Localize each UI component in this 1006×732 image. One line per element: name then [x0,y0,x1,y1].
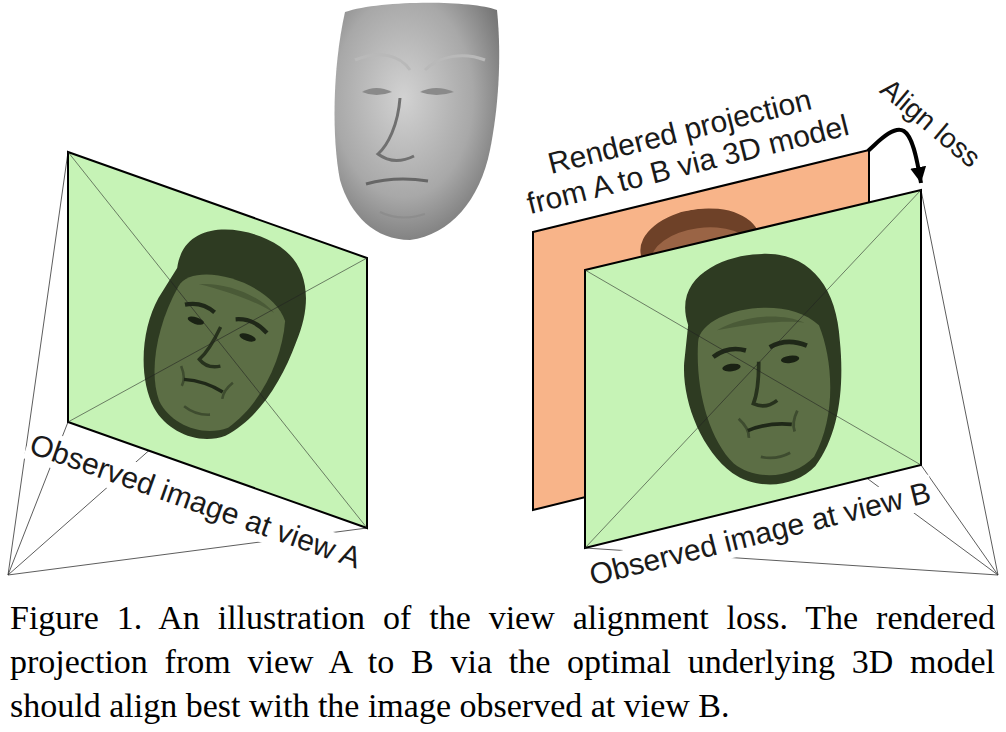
mesh-mouth [366,179,428,184]
mesh-surface [335,3,500,240]
mesh-eye [362,88,392,95]
observed-face [668,244,859,495]
figure-caption: Figure 1. An illustration of the view al… [10,596,995,728]
observed-face [119,212,324,459]
mesh-eye [420,88,454,95]
plane-diagonal [68,258,367,422]
mesh-brow [425,56,485,70]
face-mesh-3d [335,3,500,240]
frustum-line [8,152,68,575]
image-plane: Observed image at view A [66,150,370,530]
mesh-nose [378,98,414,161]
mesh-chin [380,212,425,218]
edge-label-box: Align loss [893,70,1006,104]
align-arrow [868,130,921,183]
image-plane: Observed image at view B [583,188,923,550]
plane-diagonal [585,270,921,465]
caption-box: Figure 1. An illustration of the view al… [10,596,995,728]
frustum-line [921,190,998,575]
observed-face [668,244,859,495]
observed-face [119,212,324,459]
loss-label: Align loss [871,70,989,177]
mesh-brow [355,55,410,70]
frustum-line [921,465,998,575]
